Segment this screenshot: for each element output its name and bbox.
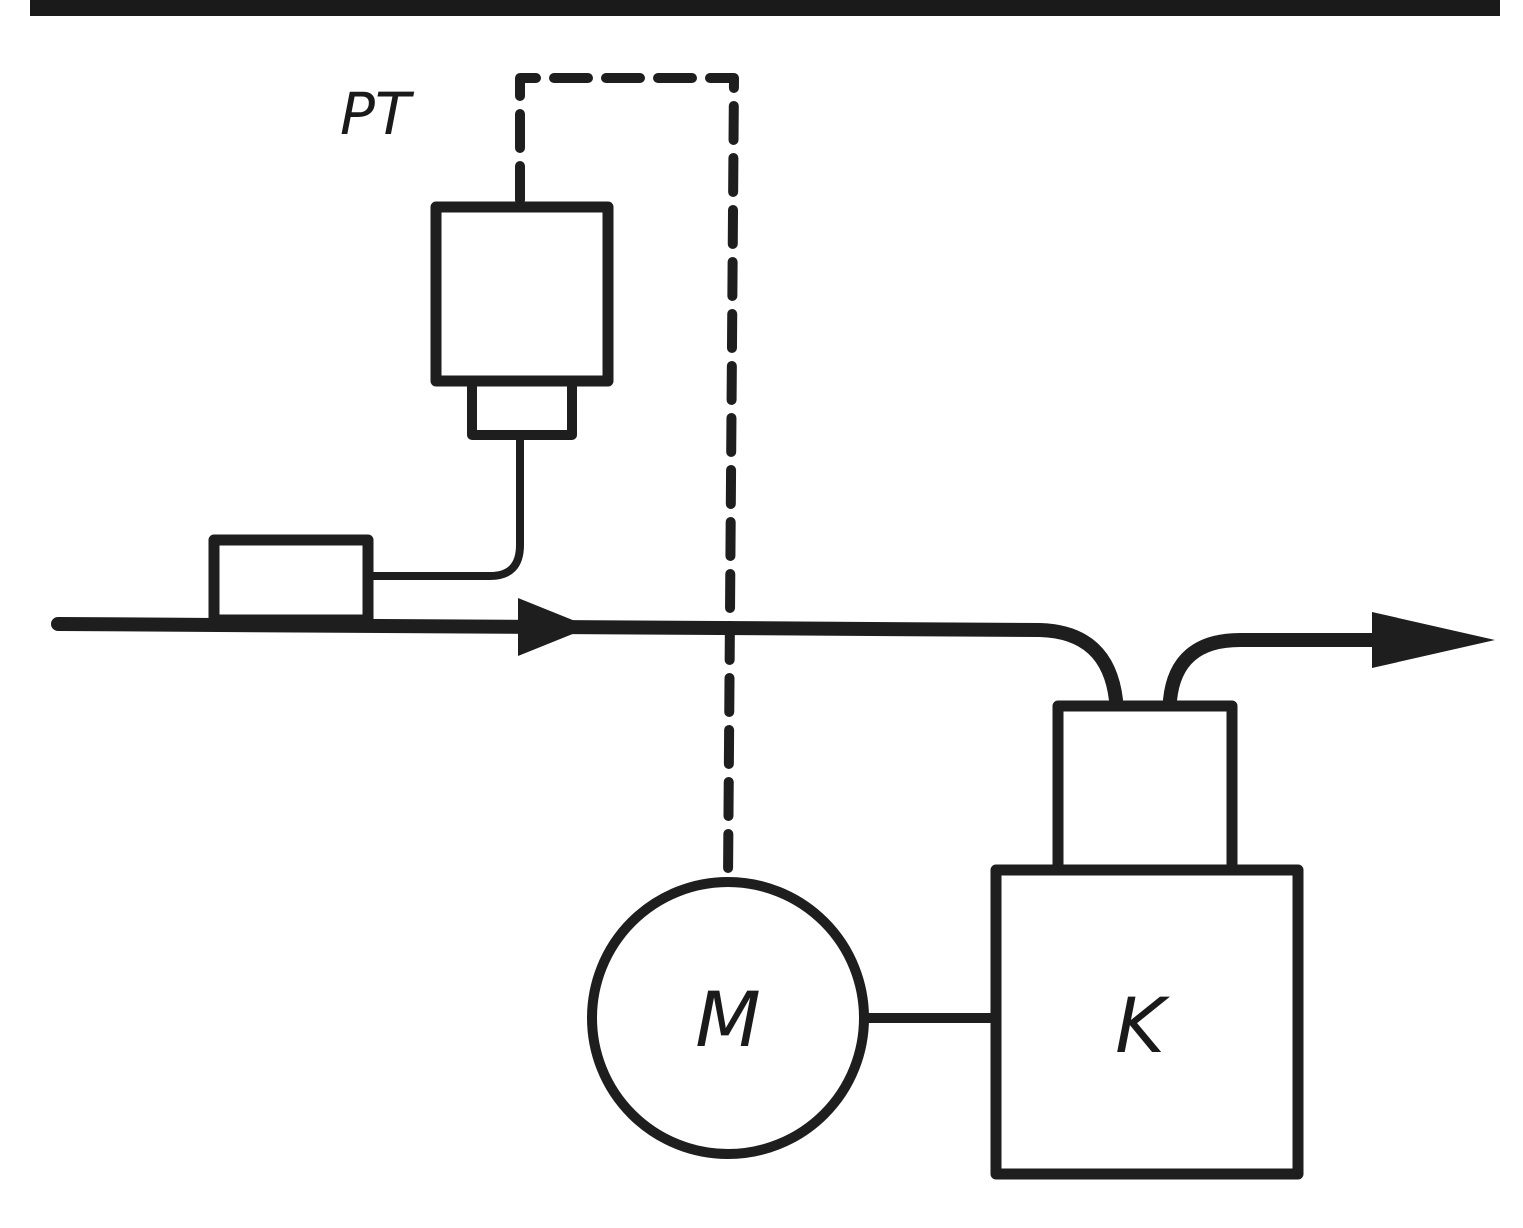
compressor-label: K: [1115, 981, 1170, 1070]
flow-arrow-inlet: [518, 598, 590, 656]
top-text-fragment: [30, 0, 1500, 16]
control-line-dashed: [515, 73, 739, 885]
impulse-line: [364, 434, 524, 580]
motor-label: M: [695, 975, 761, 1064]
main-pipeline: [51, 617, 1123, 707]
flow-arrow-outlet: [1372, 612, 1495, 668]
pressure-relay-label: PT: [340, 80, 415, 148]
pressure-relay-body: [430, 201, 614, 387]
sensor-tap: [208, 534, 374, 626]
compressor-body: [990, 864, 1304, 1180]
pressure-relay-base: [467, 376, 577, 440]
compressor-head: [1052, 700, 1238, 876]
outlet-pipeline: [1163, 633, 1407, 707]
